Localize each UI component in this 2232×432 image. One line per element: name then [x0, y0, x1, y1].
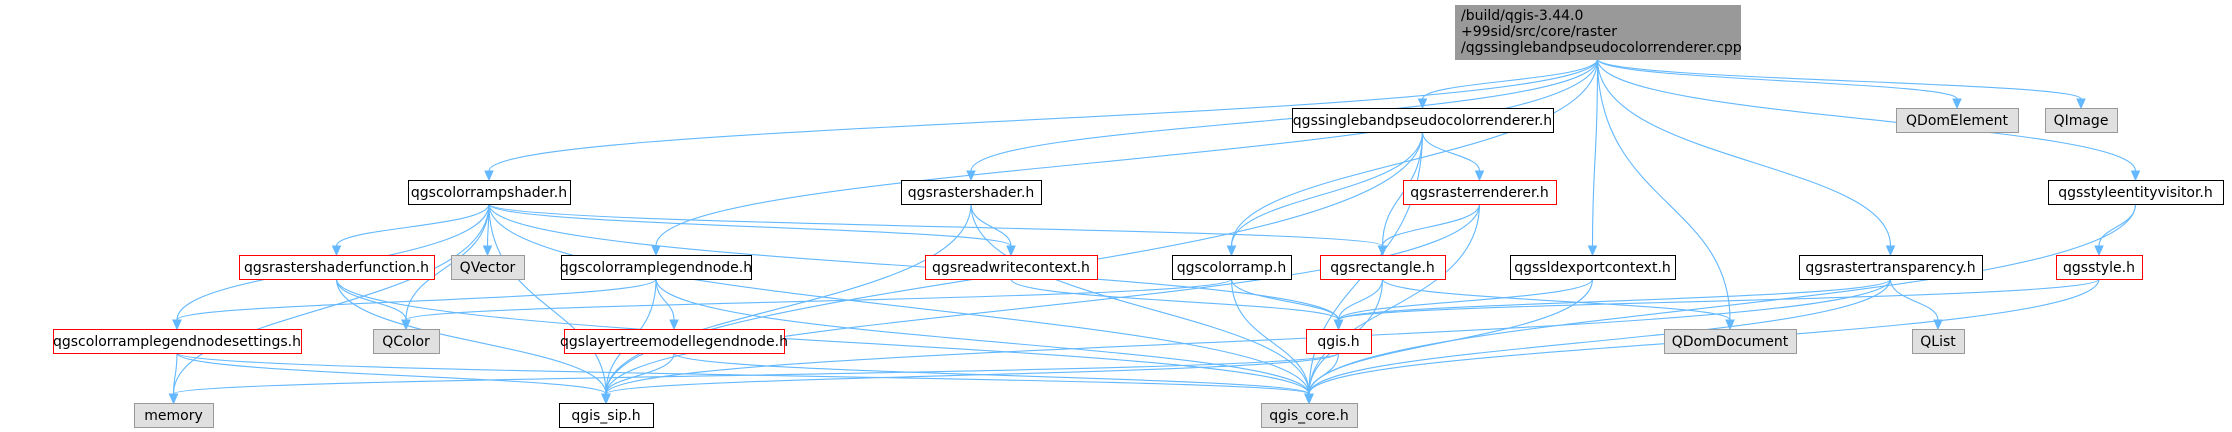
edge-qgsrasterrenderer_h-to-qgsrectangle_h	[1377, 203, 1481, 257]
node-qgsrectangle-h[interactable]: qgsrectangle.h	[1320, 255, 1446, 280]
edge-qgsstyleentityvisitor_h-to-qgsstyle_h	[2094, 203, 2137, 257]
node-qgslayertreemodellegendnode-h[interactable]: qgslayertreemodellegendnode.h	[560, 329, 788, 354]
edge-qgscolorrampshader_h-to-memory	[168, 203, 490, 405]
node-qgsrastershaderfunction-h[interactable]: qgsrastershaderfunction.h	[239, 255, 435, 280]
node-label: QList	[1920, 334, 1956, 350]
edge-root-to-qgssinglebandpseudocolorrenderer_h	[1417, 58, 1599, 110]
node-qgis-sip-h[interactable]: qgis_sip.h	[559, 403, 654, 428]
edge-qgis_h-to-qgis_core_h	[1304, 352, 1340, 405]
edge-root-to-qdomdocument	[1596, 58, 1735, 331]
node-label: qgsrastershaderfunction.h	[244, 260, 429, 276]
edge-qgscolorramp_h-to-qcolor	[401, 278, 1233, 331]
edge-qgscolorramplegendnode_h-to-qgscolorramplegendnodesettings_h	[172, 278, 657, 331]
node-label: qgsrectangle.h	[1330, 260, 1434, 276]
node-qgis-h[interactable]: qgis.h	[1306, 329, 1372, 354]
node-qlist[interactable]: QList	[1912, 329, 1965, 354]
node-memory[interactable]: memory	[134, 403, 214, 428]
edge-qgssinglebandpseudocolorrenderer_h-to-qgscolorramp_h	[1226, 131, 1424, 257]
node-label: memory	[144, 408, 203, 424]
edge-qgscolorrampshader_h-to-qgsreadwritecontext_h	[488, 203, 1016, 257]
node-label: qgis_sip.h	[571, 408, 640, 424]
node-qgsstyleentityvisitor-h[interactable]: qgsstyleentityvisitor.h	[2048, 180, 2224, 205]
node-label: QDomElement	[1906, 113, 2008, 129]
node-root[interactable]: /build/qgis-3.44.0+99sid/src/core/raster…	[1455, 5, 1742, 60]
node-qimage[interactable]: QImage	[2045, 108, 2118, 133]
node-layer: /build/qgis-3.44.0+99sid/src/core/raster…	[53, 5, 2224, 428]
edge-qgscolorrampshader_h-to-qgis_core_h	[488, 203, 1314, 405]
node-qgsrastertransparency-h[interactable]: qgsrastertransparency.h	[1799, 255, 1983, 280]
node-label: QColor	[382, 334, 430, 350]
edge-root-to-qgscolorramp_h	[1226, 58, 1599, 257]
edge-root-to-qgsrastertransparency_h	[1596, 58, 1896, 257]
node-qdomelement[interactable]: QDomElement	[1896, 108, 2019, 133]
edge-qgssldexportcontext_h-to-qgis_h	[1333, 278, 1594, 331]
node-label-line: /build/qgis-3.44.0	[1461, 8, 1583, 24]
node-label-line: +99sid/src/core/raster	[1461, 24, 1617, 40]
edge-qgsrastershader_h-to-qgsreadwritecontext_h	[970, 203, 1016, 257]
node-qcolor[interactable]: QColor	[373, 329, 440, 354]
edge-root-to-qimage	[1596, 58, 2086, 110]
node-qgssinglebandpseudocolorrenderer-h[interactable]: qgssinglebandpseudocolorrenderer.h	[1292, 108, 1554, 133]
edge-qgsrastertransparency_h-to-qlist	[1889, 278, 1943, 331]
node-label: qgsstyleentityvisitor.h	[2058, 185, 2213, 201]
edge-qgslayertreemodellegendnode_h-to-qgis_core_h	[673, 352, 1314, 405]
node-label: qgis_core.h	[1269, 408, 1349, 424]
edge-qgssinglebandpseudocolorrenderer_h-to-qgsrasterrenderer_h	[1421, 131, 1485, 182]
edge-qgscolorramplegendnodesettings_h-to-qgis_core_h	[176, 352, 1314, 405]
edge-qgsrastertransparency_h-to-qgis_core_h	[1304, 278, 1892, 405]
edge-qgscolorramplegendnode_h-to-qgslayertreemodellegendnode_h	[655, 278, 679, 331]
node-label: QImage	[2054, 113, 2109, 129]
node-qgsrastershader-h[interactable]: qgsrastershader.h	[901, 180, 1042, 205]
node-label: qgscolorramp.h	[1177, 260, 1286, 276]
node-qgis-core-h[interactable]: qgis_core.h	[1261, 403, 1358, 428]
node-qvector[interactable]: QVector	[451, 255, 525, 280]
node-label: qgssldexportcontext.h	[1514, 260, 1671, 276]
edge-layer	[168, 58, 2141, 405]
node-label-line: /qgssinglebandpseudocolorrenderer.cpp	[1461, 40, 1742, 56]
edge-qgis_h-to-qgis_sip_h	[601, 352, 1340, 405]
node-qgscolorrampshader-h[interactable]: qgscolorrampshader.h	[408, 180, 571, 205]
edge-qgscolorrampshader_h-to-qgsrectangle_h	[488, 203, 1388, 257]
node-label: qgscolorramplegendnodesettings.h	[53, 334, 301, 350]
node-label: qgsrasterrenderer.h	[1410, 185, 1549, 201]
node-label: qgslayertreemodellegendnode.h	[560, 334, 788, 350]
edge-qgsrectangle_h-to-qdomdocument	[1381, 278, 1735, 331]
node-label: qgssinglebandpseudocolorrenderer.h	[1293, 113, 1552, 129]
node-label: QVector	[460, 260, 516, 276]
node-qgscolorramplegendnode-h[interactable]: qgscolorramplegendnode.h	[560, 255, 752, 280]
edge-qgscolorramplegendnodesettings_h-to-qgis_sip_h	[176, 352, 611, 405]
edge-root-to-qdomelement	[1596, 58, 1962, 110]
node-qgsreadwritecontext-h[interactable]: qgsreadwritecontext.h	[925, 255, 1098, 280]
edge-root-to-qgscolorramplegendnode_h	[651, 58, 1599, 257]
edge-root-to-qgscolorrampshader_h	[484, 58, 1599, 182]
node-qgssldexportcontext-h[interactable]: qgssldexportcontext.h	[1510, 255, 1676, 280]
node-label: QDomDocument	[1672, 334, 1789, 350]
node-qdomdocument[interactable]: QDomDocument	[1664, 329, 1797, 354]
edge-qgis_h-to-memory	[168, 352, 1340, 405]
node-label: qgsrastershader.h	[908, 185, 1035, 201]
edge-root-to-qgsstyleentityvisitor_h	[1596, 58, 2141, 182]
node-label: qgsstyle.h	[2063, 260, 2135, 276]
node-label: qgis.h	[1317, 334, 1359, 350]
node-qgscolorramp-h[interactable]: qgscolorramp.h	[1172, 255, 1292, 280]
node-label: qgscolorramplegendnode.h	[560, 260, 752, 276]
node-label: qgsreadwritecontext.h	[932, 260, 1090, 276]
node-qgsrasterrenderer-h[interactable]: qgsrasterrenderer.h	[1403, 180, 1557, 205]
edge-qgscolorrampshader_h-to-qgis_sip_h	[488, 203, 611, 405]
edge-qgsstyle_h-to-qgis_h	[1333, 278, 2100, 331]
node-label: qgscolorrampshader.h	[411, 185, 567, 201]
edge-root-to-qgssldexportcontext_h	[1587, 58, 1599, 257]
node-qgsstyle-h[interactable]: qgsstyle.h	[2056, 255, 2143, 280]
edge-qgscolorrampshader_h-to-qgsrastershaderfunction_h	[331, 203, 490, 257]
node-label: qgsrastertransparency.h	[1805, 260, 1975, 276]
node-qgscolorramplegendnodesettings-h[interactable]: qgscolorramplegendnodesettings.h	[53, 329, 302, 354]
